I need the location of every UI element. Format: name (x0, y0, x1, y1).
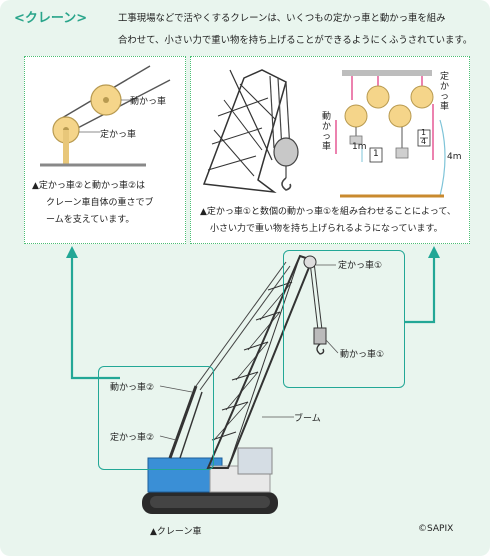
quarter-denominator: 4 (421, 137, 427, 146)
left-caption-line: ▲定かっ車②と動かっ車②は (32, 181, 146, 191)
boom-closeup-illustration (202, 69, 299, 194)
left-caption: ▲定かっ車②と動かっ車②は クレーン車自体の重さでブ ームを支えています。 (32, 178, 182, 229)
crane-truck-illustration (142, 254, 327, 514)
arrow-up-icon (66, 246, 78, 258)
left-caption-line: ームを支えています。 (46, 215, 135, 225)
fixed-pulley-label: 定かっ車 (100, 130, 137, 140)
force-one-label: 1 (373, 149, 379, 159)
fixed-pulley-label: 定かっ車 (440, 72, 450, 112)
fixed-pulley-2-label: 定かっ車② (110, 433, 155, 443)
crane-caption: ▲クレーン車 (150, 527, 202, 537)
leader-lines (159, 264, 339, 441)
moving-pulley-1-label: 動かっ車① (340, 350, 385, 360)
left-pulley-illustration (40, 65, 171, 167)
connector-arrows (66, 246, 440, 380)
intro-text: 工事現場などで活やくするクレーンは、いくつもの定かっ車と動かっ車を組み 合わせて… (118, 8, 478, 52)
compound-pulley-illustration (335, 70, 446, 198)
intro-line: 合わせて、小さい力で重い物を持ち上げることができるようにくふうされています。 (118, 35, 473, 46)
right-caption-line: ▲定かっ車①と数個の動かっ車①を組み合わせることによって、 (200, 207, 456, 217)
four-meter-label: 4m (447, 152, 462, 162)
left-caption-line: クレーン車自体の重さでブ (46, 198, 154, 208)
boom-label: ブーム (294, 414, 321, 424)
heading: <クレーン> (14, 11, 88, 26)
intro-line: 工事現場などで活やくするクレーンは、いくつもの定かっ車と動かっ車を組み (118, 13, 446, 24)
one-meter-label: 1m (352, 142, 367, 152)
moving-pulley-2-label: 動かっ車② (110, 383, 155, 393)
right-caption-line: 小さい力で重い物を持ち上げられるようになっています。 (210, 224, 443, 234)
hook-icon (281, 177, 292, 191)
fixed-pulley-1-label: 定かっ車① (338, 261, 383, 271)
moving-pulley-label: 動かっ車 (322, 112, 332, 152)
moving-pulley-label: 動かっ車 (130, 97, 167, 107)
right-caption: ▲定かっ車①と数個の動かっ車①を組み合わせることによって、 小さい力で重い物を持… (200, 204, 466, 238)
credit-text: ©SAPIX (418, 524, 454, 534)
detail-panel-pulley2 (98, 366, 214, 470)
quarter-numerator: 1 (421, 128, 427, 137)
detail-panel-pulley1 (283, 250, 405, 388)
arrow-up-icon (428, 246, 440, 258)
